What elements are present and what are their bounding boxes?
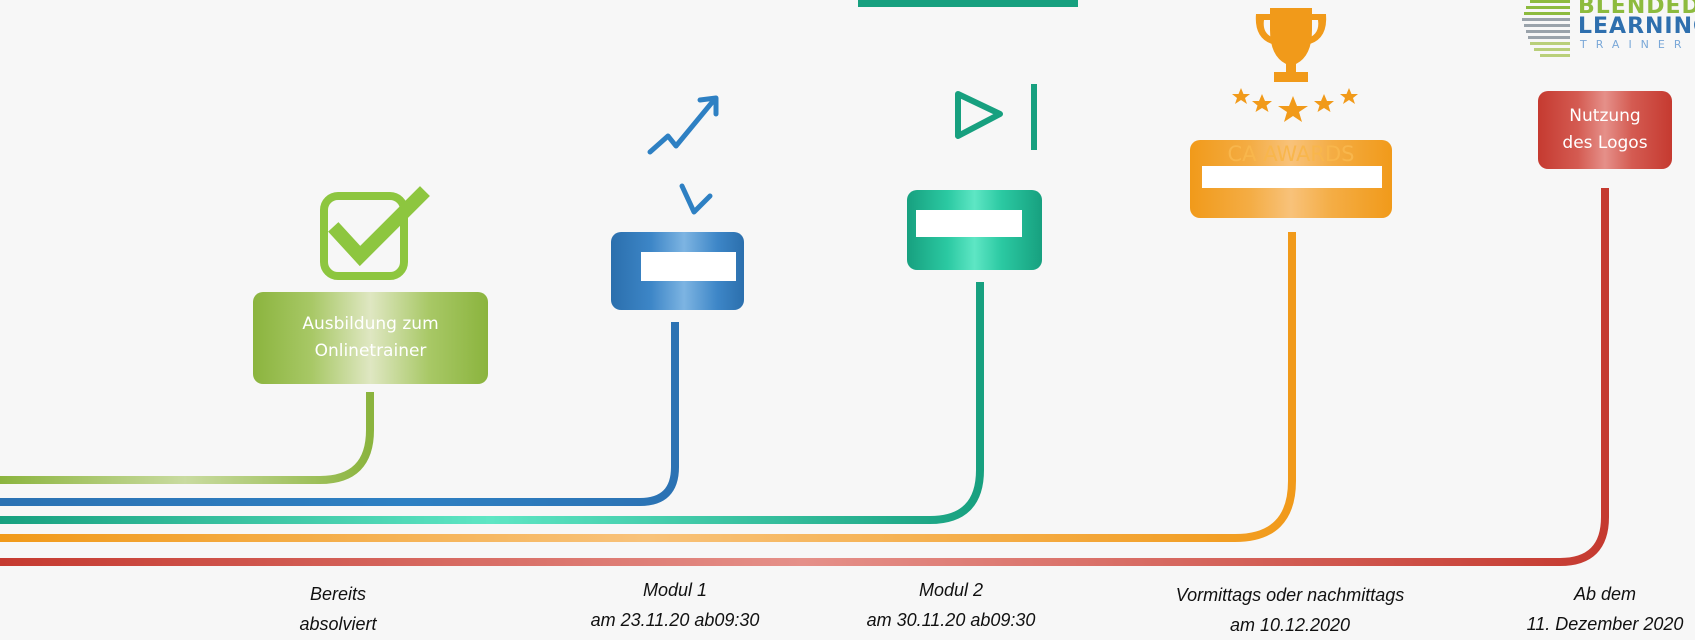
logo-usage-box-label: Nutzung des Logos [1562,106,1648,153]
awards-date-line2: am 10.12.2020 [1229,615,1351,635]
trophy-stars-icon [1232,8,1358,122]
logo-text-line1: BLENDED [1578,0,1695,19]
awards-date: Vormittags oder nachmittags am 10.12.202… [1155,580,1425,640]
red-timeline-path [0,188,1609,566]
blue-timeline-path [0,322,679,506]
top-accent-bar [858,0,1078,7]
module2-date-line1: Modul 2 [918,580,984,600]
training-box-label: Ausbildung zum Onlinetrainer [302,314,439,361]
play-next-icon [955,84,1037,150]
logo-usage-date: Ab dem 11. Dezember 2020 [1515,579,1695,639]
orange-timeline-path [0,232,1296,542]
training-box: Ausbildung zum Onlinetrainer [253,292,488,384]
module1-redacted-label [641,252,736,281]
logo-text-line3: TRAINER [1580,38,1691,51]
trending-arrow-icon [647,95,719,215]
green-timeline-path [0,392,374,484]
module2-date: Modul 2 am 30.11.20 ab09:30 [851,575,1051,635]
training-date: Bereits absolviert [268,579,408,639]
awards-date-line1: Vormittags oder nachmittags [1175,585,1405,605]
module1-box [611,232,744,310]
awards-box-title: CA AWARDS [1227,142,1355,166]
module1-date-line1: Modul 1 [642,580,708,600]
logo-usage-box: Nutzung des Logos [1538,91,1672,169]
module1-date-line2: am 23.11.20 ab09:30 [590,610,760,630]
module2-date-line2: am 30.11.20 ab09:30 [866,610,1036,630]
module2-box [907,190,1042,270]
blended-learning-trainer-logo: BLENDED LEARNING TRAINER [1510,0,1695,60]
training-date-line2: absolviert [299,614,377,634]
logo-text-line2: LEARNING [1578,14,1695,39]
logo-wave-icon [1522,0,1570,57]
module2-redacted-label [916,210,1022,237]
logo-usage-date-line2: 11. Dezember 2020 [1526,614,1684,634]
module1-date: Modul 1 am 23.11.20 ab09:30 [575,575,775,635]
awards-box: CA AWARDS [1190,140,1392,218]
checkmark-icon [320,186,430,280]
awards-redacted-label [1202,166,1382,188]
logo-usage-date-line1: Ab dem [1573,584,1637,604]
training-date-line1: Bereits [309,584,367,604]
teal-timeline-path [0,282,984,524]
